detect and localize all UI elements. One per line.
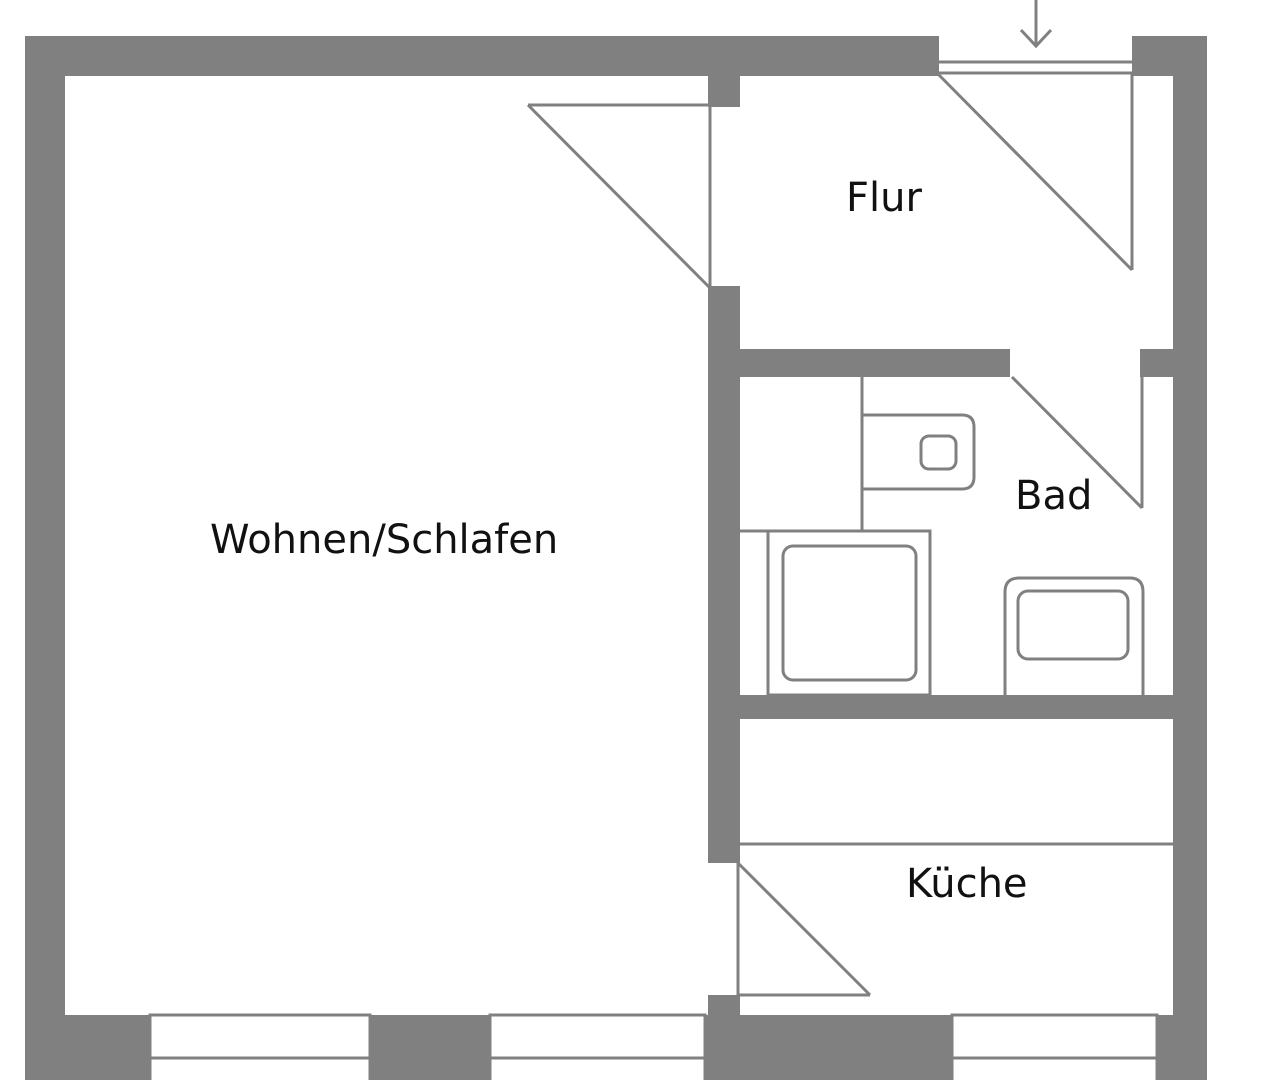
toilet-icon bbox=[860, 413, 976, 491]
wall-flur-bad-right bbox=[1140, 349, 1173, 377]
inner-wall-vertical bbox=[708, 286, 740, 863]
inner-wall-top-stub bbox=[708, 76, 740, 107]
shower-icon bbox=[766, 529, 932, 697]
outer-wall-right bbox=[1173, 36, 1207, 1080]
room-label-kitchen: Küche bbox=[906, 861, 1028, 907]
arrow-down-icon bbox=[1019, 0, 1053, 49]
room-label-bathroom: Bad bbox=[1015, 473, 1093, 519]
outer-wall-top-left bbox=[25, 36, 939, 76]
room-label-hallway: Flur bbox=[846, 175, 922, 221]
door-living-room bbox=[526, 103, 712, 290]
door-bathroom bbox=[1010, 375, 1144, 510]
door-entrance bbox=[937, 73, 1134, 272]
outer-wall-left bbox=[25, 36, 65, 1080]
wall-flur-bad bbox=[740, 349, 1010, 377]
window-middle bbox=[488, 1013, 707, 1080]
room-label-living: Wohnen/Schlafen bbox=[210, 517, 559, 563]
window-left bbox=[148, 1013, 372, 1080]
window-right bbox=[950, 1013, 1159, 1080]
door-kitchen bbox=[736, 861, 872, 997]
entrance-door-frame bbox=[939, 60, 1132, 75]
wall-bad-kueche bbox=[740, 695, 1173, 719]
inner-wall-bottom-stub bbox=[708, 995, 740, 1020]
bathroom-fixtures bbox=[740, 377, 1145, 697]
sink-icon bbox=[1003, 576, 1145, 695]
